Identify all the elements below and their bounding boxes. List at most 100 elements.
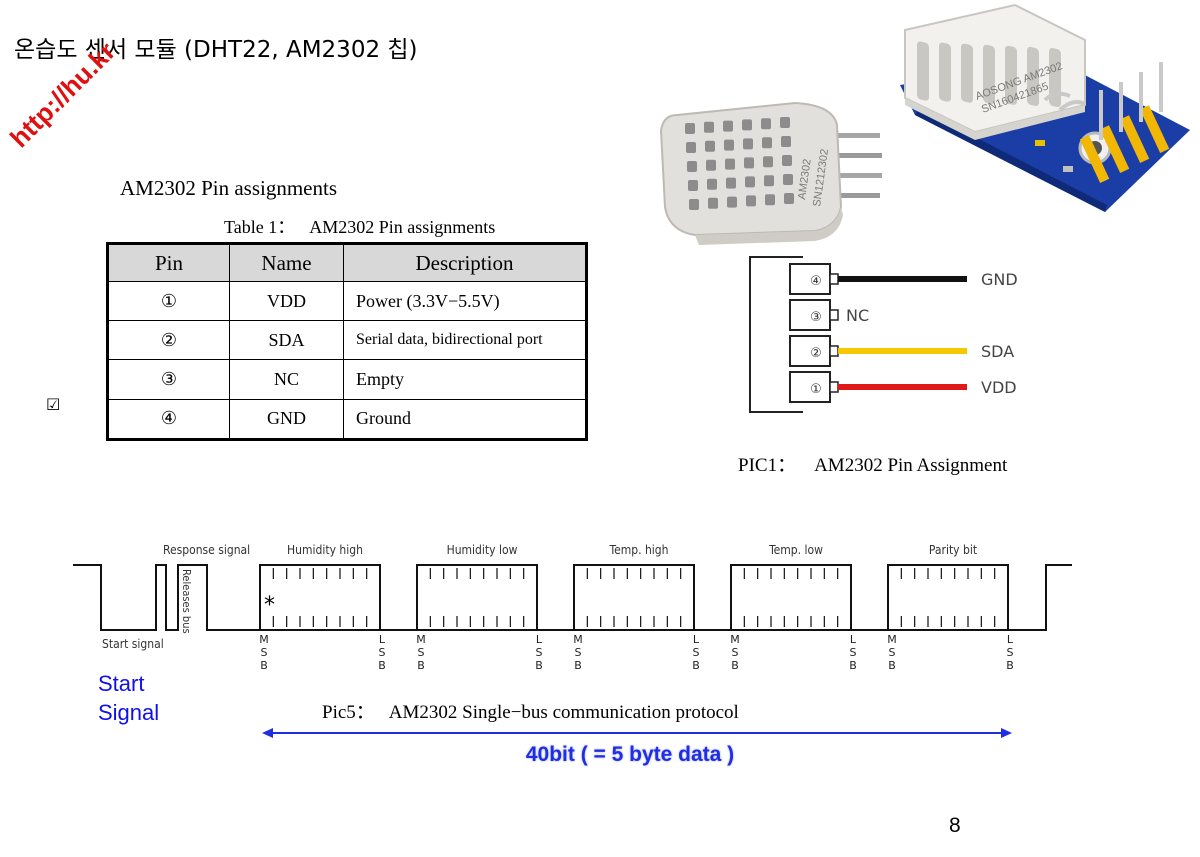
lsb-letter: B bbox=[692, 659, 700, 672]
segment-label: Temp. low bbox=[768, 543, 823, 557]
timing-line-end bbox=[1032, 564, 1072, 631]
column-header-pin: Pin bbox=[107, 243, 230, 282]
lsb-letter: S bbox=[1007, 646, 1014, 659]
start-signal-label: Start signal bbox=[102, 637, 164, 651]
grille-hole bbox=[707, 178, 717, 190]
grille-hole bbox=[781, 136, 791, 147]
grille-hole bbox=[743, 138, 753, 150]
pin-name: GND bbox=[229, 398, 344, 441]
start-signal-note-line2: Signal bbox=[98, 700, 160, 725]
grille-slot bbox=[917, 41, 929, 101]
module-photo: AOSONG AM2302 SN160421865 bbox=[900, 3, 1190, 212]
grille-hole bbox=[782, 155, 792, 166]
pic5-caption-text: AM2302 Single−bus communication protocol bbox=[388, 702, 739, 723]
grille-hole bbox=[742, 119, 752, 131]
table-caption: Table 1： AM2302 Pin assignments bbox=[224, 213, 495, 239]
module-header-pins bbox=[1043, 62, 1170, 183]
pin-slot bbox=[789, 335, 831, 367]
slide-title: 온습도 센서 모듈 (DHT22, AM2302 칩) bbox=[14, 37, 418, 63]
grille-hole bbox=[745, 176, 755, 188]
grille-hole bbox=[723, 120, 733, 132]
pin-name: NC bbox=[229, 359, 344, 400]
pin-number: ③ bbox=[107, 359, 230, 400]
pin-name: VDD bbox=[229, 280, 344, 322]
msb-letter: B bbox=[260, 659, 268, 672]
lsb-letter: B bbox=[1006, 659, 1014, 672]
40bit-label: 40bit ( = 5 byte data ) bbox=[525, 743, 735, 766]
table-row: ③ NC Empty bbox=[107, 359, 587, 400]
pin-number: ② bbox=[107, 320, 230, 361]
grille-slot bbox=[1027, 46, 1039, 106]
sensor-photo: AM2302 SN1212302 bbox=[659, 101, 882, 245]
segment-box bbox=[730, 564, 852, 631]
grille-hole bbox=[724, 139, 734, 151]
pin-wire-label: SDA bbox=[981, 342, 1014, 361]
pin-wire-label: VDD bbox=[981, 378, 1017, 397]
pin-slot-number: ③ bbox=[810, 310, 822, 325]
grille-hole bbox=[687, 161, 697, 172]
table-row: ① VDD Power (3.3V−5.5V) bbox=[107, 280, 587, 322]
40bit-span-arrow bbox=[262, 728, 1012, 738]
msb-letter: S bbox=[575, 646, 582, 659]
pin-description: Power (3.3V−5.5V) bbox=[343, 280, 587, 322]
lsb-letter: S bbox=[536, 646, 543, 659]
segment-label: Humidity high bbox=[287, 543, 363, 557]
grille-hole bbox=[688, 180, 698, 191]
grille-slot bbox=[983, 44, 995, 104]
grille-hole bbox=[706, 159, 716, 171]
table-caption-label: Table 1： bbox=[224, 217, 296, 237]
grille-hole bbox=[744, 157, 754, 169]
grille-hole bbox=[689, 199, 699, 210]
pic1-caption-text: AM2302 Pin Assignment bbox=[814, 455, 1008, 476]
grille-hole bbox=[765, 194, 775, 206]
pin-slot bbox=[789, 263, 831, 295]
pin-slot-number: ① bbox=[810, 382, 822, 397]
sensor-text-model: AM2302 bbox=[796, 158, 814, 200]
grille-hole bbox=[746, 195, 756, 207]
pic5-caption: Pic5：AM2302 Single−bus communication pro… bbox=[322, 697, 739, 724]
grille-slot bbox=[1049, 48, 1061, 108]
msb-letter: M bbox=[259, 633, 269, 646]
grille-hole bbox=[763, 156, 773, 168]
pin-terminal bbox=[829, 273, 839, 285]
msb-letter: S bbox=[732, 646, 739, 659]
grille-hole bbox=[708, 197, 718, 209]
pin-number: ① bbox=[107, 280, 230, 322]
page-number: 8 bbox=[949, 814, 961, 837]
lsb-letter: B bbox=[378, 659, 386, 672]
table-row: ④ GND Ground bbox=[107, 398, 587, 441]
pin-terminal bbox=[829, 309, 839, 321]
lsb-letter: B bbox=[535, 659, 543, 672]
msb-letter: B bbox=[574, 659, 582, 672]
pin-description: Serial data, bidirectional port bbox=[343, 320, 587, 361]
grille-slot bbox=[1005, 45, 1017, 105]
column-header-name: Name bbox=[229, 243, 344, 282]
grille-hole bbox=[764, 175, 774, 187]
sensor-grille bbox=[685, 117, 794, 210]
timing-waveform bbox=[73, 564, 1072, 631]
msb-letter: B bbox=[417, 659, 425, 672]
segment-box bbox=[573, 564, 695, 631]
msb-letter: B bbox=[731, 659, 739, 672]
pin-wire-label: NC bbox=[846, 306, 869, 325]
pin-name: SDA bbox=[229, 320, 344, 361]
msb-letter: M bbox=[887, 633, 897, 646]
pin-slot-number: ④ bbox=[810, 274, 822, 289]
lsb-letter: B bbox=[849, 659, 857, 672]
segment-box bbox=[259, 564, 381, 631]
lsb-letter: L bbox=[693, 633, 700, 646]
pin-wire-label: GND bbox=[981, 270, 1018, 289]
table-caption-text: AM2302 Pin assignments bbox=[309, 217, 496, 237]
msb-letter: B bbox=[888, 659, 896, 672]
lsb-letter: L bbox=[850, 633, 857, 646]
grille-hole bbox=[762, 137, 772, 149]
lsb-letter: L bbox=[379, 633, 386, 646]
lsb-letter: S bbox=[850, 646, 857, 659]
segment-label: Parity bit bbox=[929, 543, 977, 557]
table-row: ② SDA Serial data, bidirectional port bbox=[107, 320, 587, 361]
pin-table-header: Pin Name Description bbox=[107, 243, 587, 282]
